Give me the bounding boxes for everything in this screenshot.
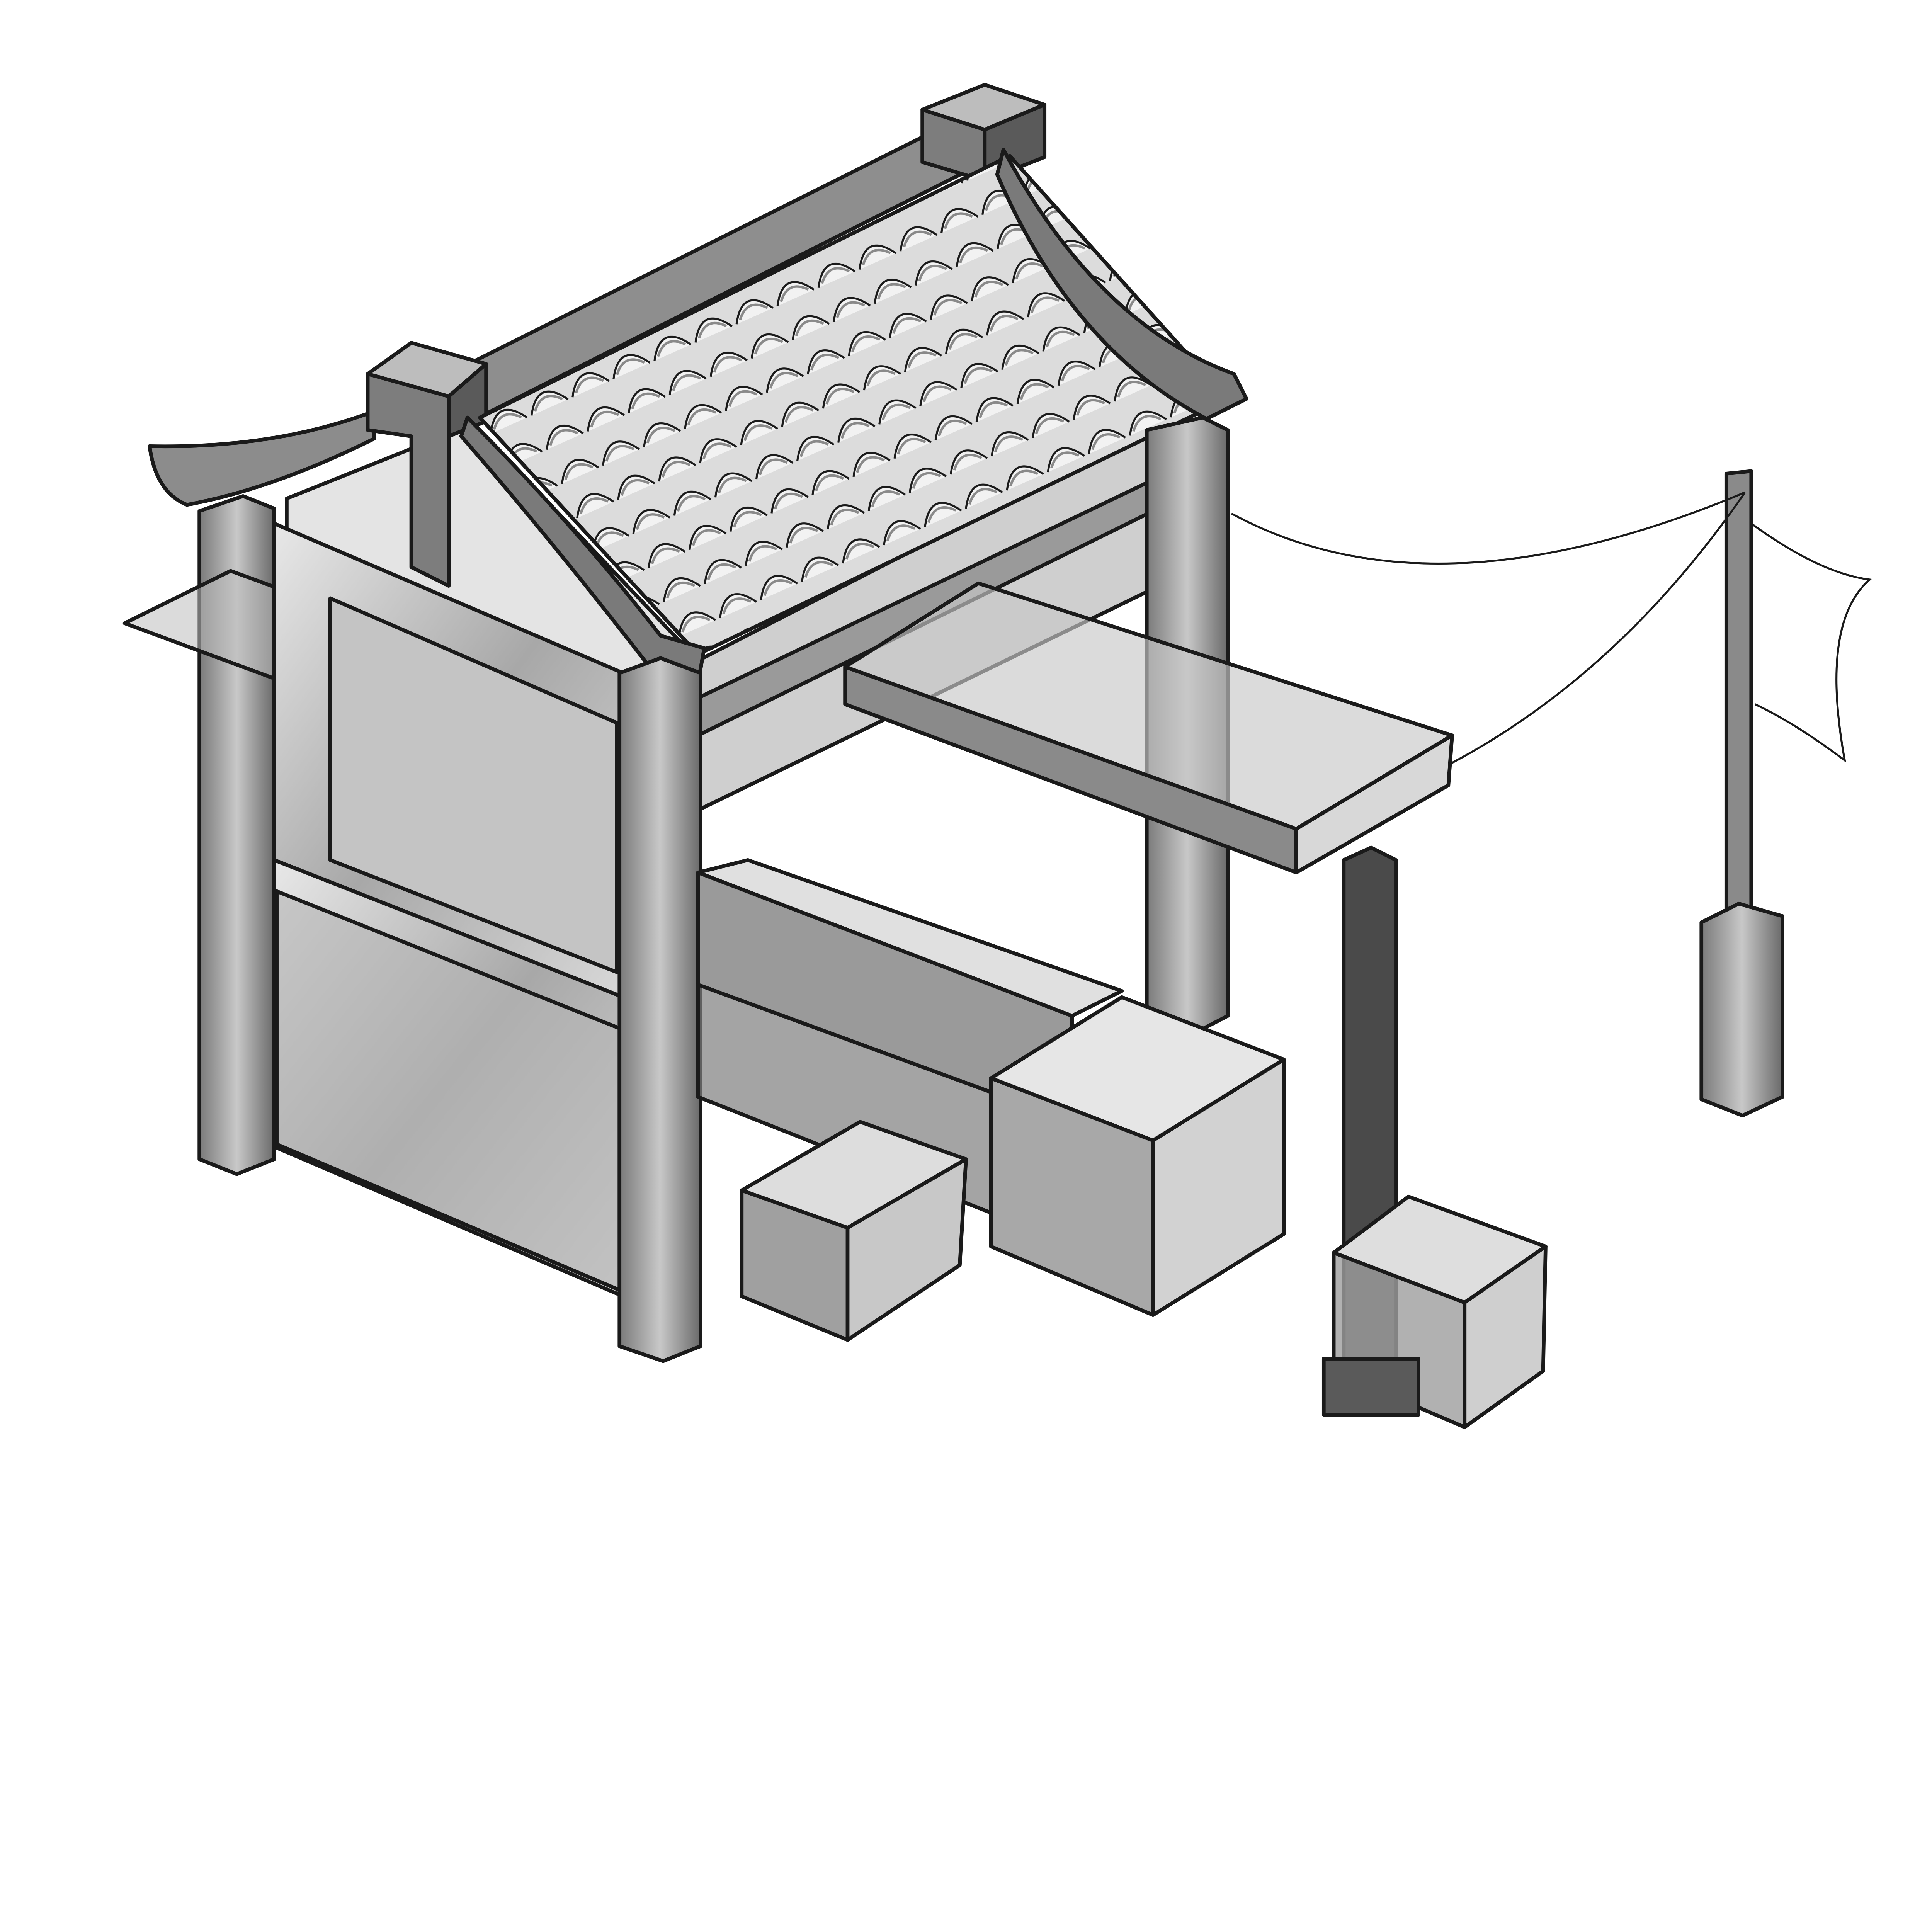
- right-shelf: [843, 581, 1454, 874]
- post-base: [1321, 1357, 1420, 1417]
- ridge-cap-left: [366, 341, 488, 588]
- front-pillar: [617, 656, 702, 1363]
- roof-edge-right: [995, 148, 1248, 421]
- pole: [1699, 469, 1784, 1117]
- market-stall-sketch: [122, 83, 1872, 1429]
- counter: [696, 858, 1124, 1217]
- crate-right: [1332, 1194, 1548, 1429]
- left-eave: [148, 409, 376, 507]
- ridge-cap-right: [920, 83, 1047, 183]
- crate-large: [989, 995, 1286, 1317]
- wires: [1231, 491, 1872, 764]
- crate-small: [740, 1120, 968, 1342]
